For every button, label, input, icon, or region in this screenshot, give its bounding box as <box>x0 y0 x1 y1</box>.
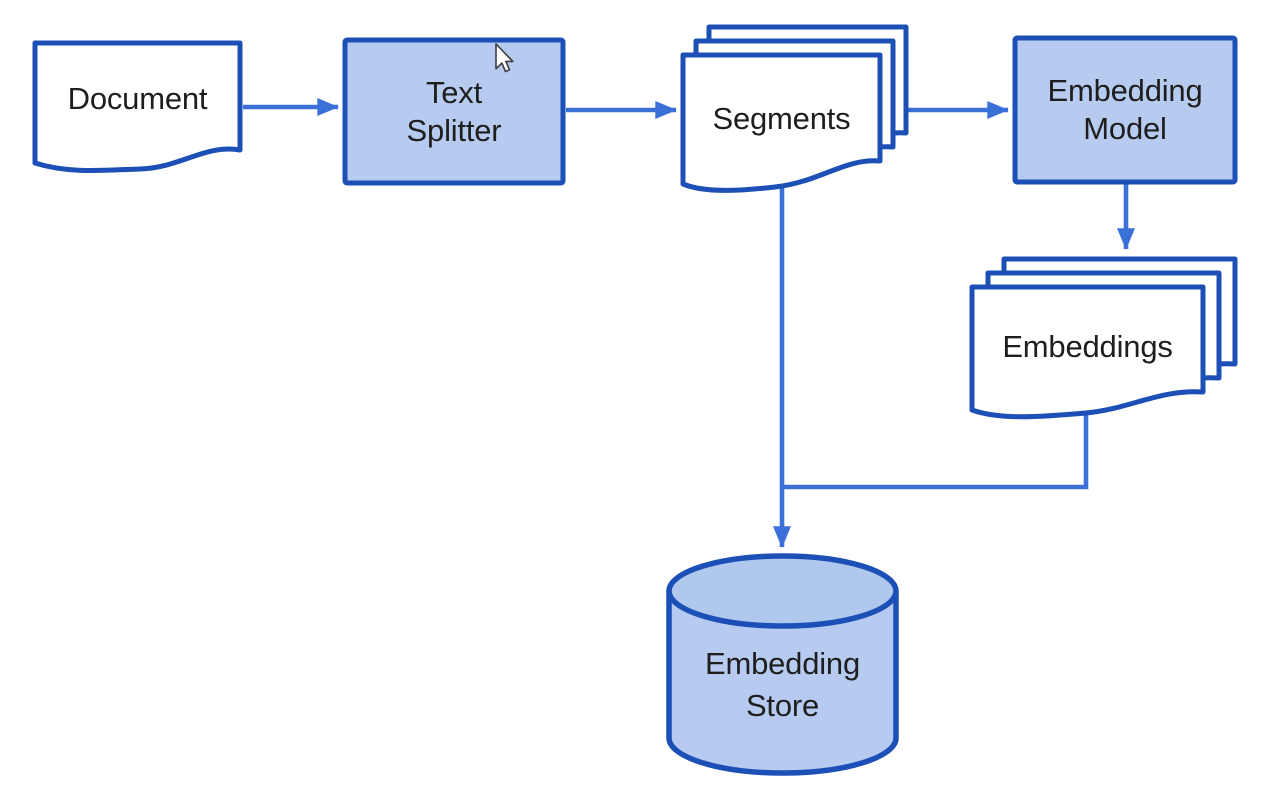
embeddings-label-text: Embeddings <box>1002 329 1173 364</box>
embedding-store-label-line2: Store <box>745 688 820 723</box>
document-shape <box>32 40 243 174</box>
segments-sheet-front <box>680 52 883 193</box>
text-splitter-label-line2: Splitter <box>406 112 502 148</box>
text-splitter-box <box>342 37 566 186</box>
document-label-text: Document <box>67 81 208 116</box>
mouse-cursor-icon <box>495 43 514 73</box>
document-node-label: Document <box>35 43 240 155</box>
embedding-store-label-line1: Embedding <box>704 646 861 681</box>
segments-label-text: Segments <box>712 101 851 136</box>
text-splitter-node-label: Text Splitter <box>345 40 563 183</box>
embedding-store-node-label: Embedding Store <box>669 610 896 760</box>
embedding-store-cylinder-top <box>666 553 899 629</box>
connector-embeddings-to-embedding-store <box>784 409 1089 490</box>
embedding-model-node-label: Embedding Model <box>1015 38 1235 182</box>
embeddings-node-label: Embeddings <box>972 287 1203 407</box>
embedding-model-label-line2: Model <box>1083 111 1167 146</box>
embeddings-sheet-front <box>969 284 1206 420</box>
embedding-model-box <box>1012 35 1238 185</box>
embedding-model-label-line1: Embedding <box>1047 73 1203 108</box>
text-splitter-label-line1: Text <box>425 74 483 110</box>
segments-node-label: Segments <box>683 55 880 183</box>
embedding-store-cylinder-body <box>666 591 899 776</box>
